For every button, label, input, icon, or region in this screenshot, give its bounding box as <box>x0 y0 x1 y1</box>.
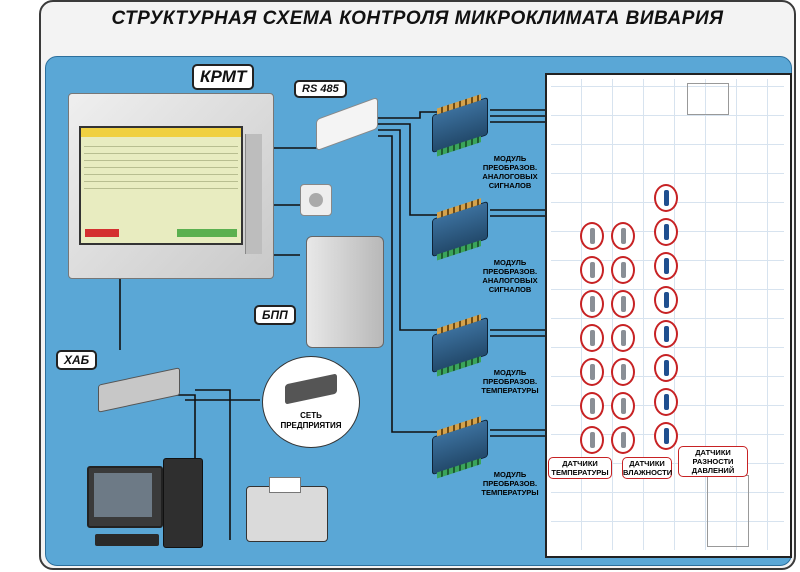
ups-unit <box>306 236 384 348</box>
krmt-label: КРМТ <box>192 64 255 90</box>
krmt-controller <box>68 93 274 279</box>
module-3-label: МОДУЛЬ ПРЕОБРАЗОВ. ТЕМПЕРАТУРЫ <box>481 368 539 395</box>
sensor-pressure <box>654 388 678 416</box>
sensor-temperature <box>580 222 604 250</box>
sensor-temperature <box>580 290 604 318</box>
sensor-humidity <box>611 358 635 386</box>
diagram-title: СТРУКТУРНАЯ СХЕМА КОНТРОЛЯ МИКРОКЛИМАТА … <box>111 8 724 29</box>
sensor-temperature <box>580 358 604 386</box>
temperature-sensors-label: ДАТЧИКИ ТЕМПЕРАТУРЫ <box>548 457 612 479</box>
bpp-label: БПП <box>254 305 296 325</box>
sensor-humidity <box>611 426 635 454</box>
pressure-sensors-label: ДАТЧИКИ РАЗНОСТИ ДАВЛЕНИЙ <box>678 446 748 477</box>
printer <box>246 477 328 542</box>
enterprise-network-label: СЕТЬ ПРЕДПРИЯТИЯ <box>280 411 342 430</box>
sensor-temperature <box>580 392 604 420</box>
sensor-pressure <box>654 218 678 246</box>
sensor-pressure <box>654 422 678 450</box>
floor-plan <box>545 73 792 558</box>
rs485-label: RS 485 <box>294 80 347 98</box>
sensor-humidity <box>611 392 635 420</box>
sensor-pressure <box>654 286 678 314</box>
sensor-temperature <box>580 426 604 454</box>
enterprise-network: СЕТЬ ПРЕДПРИЯТИЯ <box>262 356 360 448</box>
module-4-label: МОДУЛЬ ПРЕОБРАЗОВ. ТЕМПЕРАТУРЫ <box>481 470 539 497</box>
module-2-label: МОДУЛЬ ПРЕОБРАЗОВ. АНАЛОГОВЫХ СИГНАЛОВ <box>482 258 538 294</box>
sensor-pressure <box>654 184 678 212</box>
sensor-humidity <box>611 256 635 284</box>
sensor-humidity <box>611 290 635 318</box>
pc-tower <box>163 458 203 548</box>
pc-keyboard <box>95 534 159 546</box>
sensor-pressure <box>654 252 678 280</box>
sensor-humidity <box>611 324 635 352</box>
pc-monitor <box>87 466 163 528</box>
krmt-screen <box>79 126 243 245</box>
hub-label: ХАБ <box>56 350 98 370</box>
sensor-pressure <box>654 354 678 382</box>
sensor-temperature <box>580 324 604 352</box>
power-socket <box>300 184 332 216</box>
sensor-temperature <box>580 256 604 284</box>
sensor-humidity <box>611 222 635 250</box>
module-1-label: МОДУЛЬ ПРЕОБРАЗОВ. АНАЛОГОВЫХ СИГНАЛОВ <box>482 154 538 190</box>
humidity-sensors-label: ДАТЧИКИ ВЛАЖНОСТИ <box>622 457 673 479</box>
sensor-pressure <box>654 320 678 348</box>
